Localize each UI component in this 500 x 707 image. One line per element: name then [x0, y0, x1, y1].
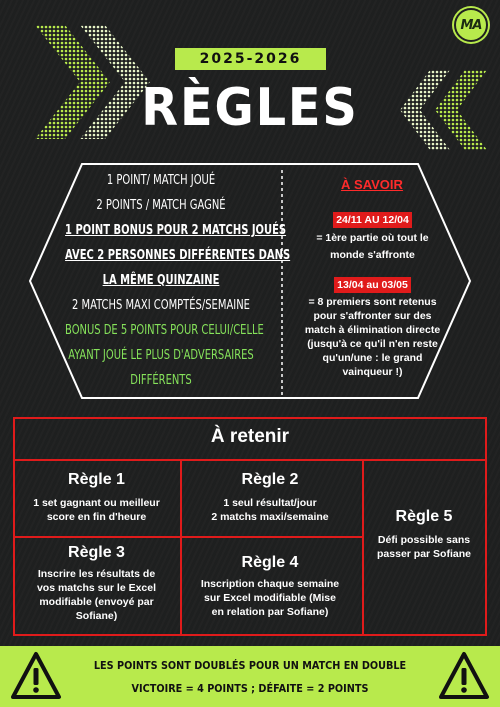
retenir-box — [13, 417, 487, 636]
logo: MA — [454, 8, 488, 42]
rule-card-2: Règle 2 1 seul résultat/jour 2 matchs ma… — [180, 470, 360, 524]
rule-3-title: Règle 3 — [68, 544, 125, 561]
period2-text: qu'un/une : le grand — [322, 352, 423, 364]
season-year-label: 2025-2026 — [175, 48, 326, 70]
page-title: RÈGLES — [141, 78, 359, 138]
rule-4-text: Inscription chaque semaine — [200, 578, 340, 590]
period2-text: = 8 premiers sont retenus — [308, 296, 437, 308]
rule-opponents-bonus-line-2: ayant joué le plus d'adversaires — [68, 347, 254, 363]
rule-points-won: 2 points / match gagné — [96, 197, 226, 213]
rule-opponents-bonus-line-1: Bonus de 5 points pour celui/celle — [65, 322, 264, 338]
rule-5-text: passer par Sofiane — [377, 548, 471, 560]
period2-dates: 13/04 au 03/05 — [334, 277, 411, 293]
rule-max-matches: 2 matchs maxi comptés/semaine — [72, 297, 250, 313]
rule-card-1: Règle 1 1 set gagnant ou meilleur score … — [15, 470, 178, 524]
rule-bonus-line-3: la même quinzaine — [102, 272, 220, 288]
period2-text: pour s'affronter sur des — [313, 310, 432, 322]
rule-4-text: en relation par Sofiane) — [211, 606, 329, 618]
period2-block: 13/04 au 03/05 = 8 premiers sont retenus… — [285, 277, 460, 379]
rule-card-4: Règle 4 Inscription chaque semaine sur E… — [180, 553, 360, 619]
rule-1-title: Règle 1 — [68, 471, 125, 488]
a-savoir-title: À SAVOIR — [341, 177, 403, 192]
rule-1-text: score en fin d'heure — [46, 511, 147, 523]
period1-dates: 24/11 AU 12/04 — [333, 212, 412, 228]
rule-2-text: 2 matchs maxi/semaine — [211, 511, 329, 523]
period1-text-2: monde s'affronte — [330, 249, 415, 261]
rule-3-text: modifiable (envoyé par — [39, 596, 154, 608]
chevron-decoration-left — [35, 25, 150, 139]
rule-2-title: Règle 2 — [241, 471, 299, 488]
rule-1-text: 1 set gagnant ou meilleur — [33, 497, 160, 509]
period1-block: 24/11 AU 12/04 = 1ère partie où tout le … — [285, 212, 460, 262]
rule-5-text: Défi possible sans — [377, 534, 471, 546]
rule-card-3: Règle 3 Inscrire les résultats de vos ma… — [15, 543, 178, 623]
rules-hexagon-frame — [28, 163, 472, 399]
rule-4-text: sur Excel modifiable (Mise — [204, 592, 336, 604]
rule-3-text: Inscrire les résultats de — [37, 568, 156, 580]
period2-text: (jusqu'à ce qu'il n'en reste — [307, 338, 438, 350]
period1-text-1: = 1ère partie où tout le — [316, 232, 429, 244]
period2-text: vainqueur !) — [342, 366, 403, 378]
double-points-banner — [0, 646, 500, 707]
rule-bonus-line-1: 1 point bonus pour 2 matchs joués — [65, 222, 287, 238]
chevron-decoration-right — [400, 70, 487, 150]
rule-2-text: 1 seul résultat/jour — [223, 497, 317, 509]
rule-card-5: Règle 5 Défi possible sans passer par So… — [362, 507, 486, 561]
retenir-title: À retenir — [210, 426, 290, 447]
banner-text: Les points sont doublés pour un match en… — [70, 654, 430, 700]
rule-bonus-line-2: avec 2 personnes différentes dans — [65, 247, 291, 263]
banner-line-2: Victoire = 4 points ; défaite = 2 points — [131, 682, 369, 695]
rule-5-title: Règle 5 — [395, 508, 453, 525]
rules-list: 1 point/ match joué 2 points / match gag… — [44, 168, 291, 393]
rule-3-text: Sofiane) — [75, 610, 118, 622]
rule-4-title: Règle 4 — [241, 554, 299, 571]
rule-opponents-bonus-line-3: différents — [130, 372, 192, 388]
period2-text: match à élimination directe — [304, 324, 441, 336]
rule-3-text: vos matchs sur le Excel — [36, 582, 157, 594]
rule-points-played: 1 point/ match joué — [106, 172, 216, 188]
warning-icon — [11, 652, 61, 699]
banner-line-1: Les points sont doublés pour un match en… — [93, 659, 407, 672]
warning-icon — [439, 652, 489, 699]
